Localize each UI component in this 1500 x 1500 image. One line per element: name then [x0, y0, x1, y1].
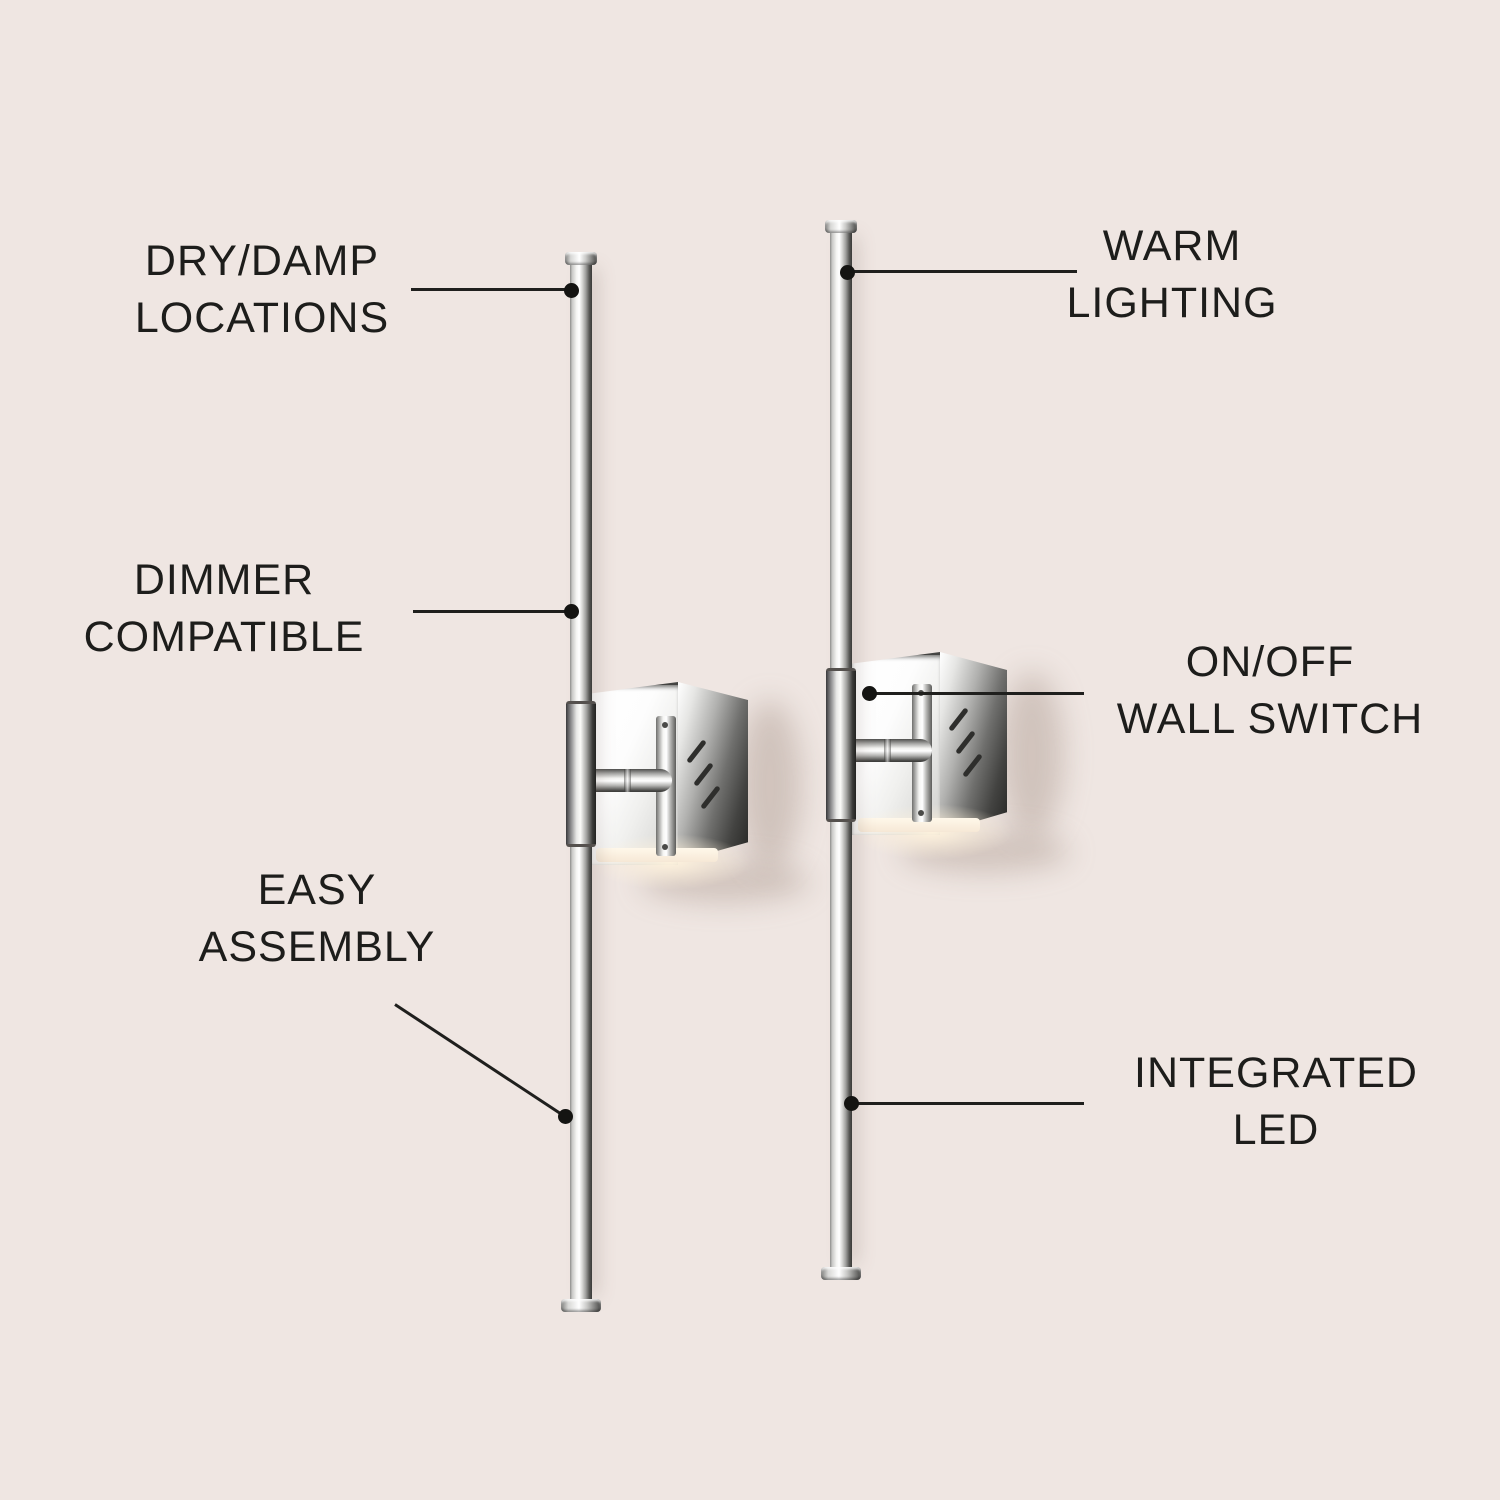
pole-cap-bottom — [561, 1299, 601, 1312]
callout-dry-damp-locations: DRY/DAMP LOCATIONS — [42, 233, 482, 347]
callout-integrated-led: INTEGRATED LED — [1056, 1045, 1496, 1159]
callout-dot-dry-damp — [564, 283, 579, 298]
callout-text: LOCATIONS — [134, 294, 390, 342]
pole-sleeve — [826, 668, 856, 822]
callout-text: WALL SWITCH — [1116, 695, 1424, 743]
callout-on-off-wall-switch: ON/OFF WALL SWITCH — [1050, 634, 1490, 748]
callout-line-easy-assembly — [394, 1003, 567, 1119]
callout-easy-assembly: EASY ASSEMBLY — [97, 862, 537, 976]
callout-text: DIMMER — [133, 556, 315, 604]
callout-dot-warm-lighting — [840, 265, 855, 280]
callout-text: INTEGRATED — [1134, 1049, 1418, 1097]
mounting-plate-side — [940, 652, 1007, 832]
callout-text: ASSEMBLY — [198, 923, 436, 971]
pole-cap-bottom — [821, 1267, 861, 1280]
callout-line-integrated-led — [851, 1102, 1084, 1105]
callout-text: EASY — [257, 866, 377, 914]
callout-text: LED — [1232, 1106, 1320, 1154]
lamp-glow-strip — [858, 818, 980, 832]
callout-text: DRY/DAMP — [144, 237, 380, 285]
callout-line-dimmer — [413, 610, 571, 613]
mounting-plate-side — [678, 682, 748, 862]
callout-text: COMPATIBLE — [83, 613, 365, 661]
callout-text: WARM — [1102, 222, 1242, 270]
callout-dot-wall-switch — [862, 686, 877, 701]
callout-text: LIGHTING — [1066, 279, 1278, 327]
support-arm — [584, 769, 672, 792]
callout-line-dry-damp — [411, 288, 571, 291]
pole-cap-top — [565, 252, 597, 265]
pole-sleeve — [566, 701, 596, 847]
callout-dot-easy-assembly — [558, 1109, 573, 1124]
lamp-glow — [852, 804, 1012, 860]
support-arm — [844, 739, 932, 762]
callout-text: ON/OFF — [1185, 638, 1355, 686]
pole-cap-top — [825, 220, 857, 233]
callout-line-wall-switch — [870, 692, 1084, 695]
callout-dot-integrated-led — [844, 1096, 859, 1111]
callout-dimmer-compatible: DIMMER COMPATIBLE — [4, 552, 444, 666]
callout-warm-lighting: WARM LIGHTING — [952, 218, 1392, 332]
callout-dot-dimmer — [564, 604, 579, 619]
callout-line-warm-lighting — [847, 270, 1077, 273]
